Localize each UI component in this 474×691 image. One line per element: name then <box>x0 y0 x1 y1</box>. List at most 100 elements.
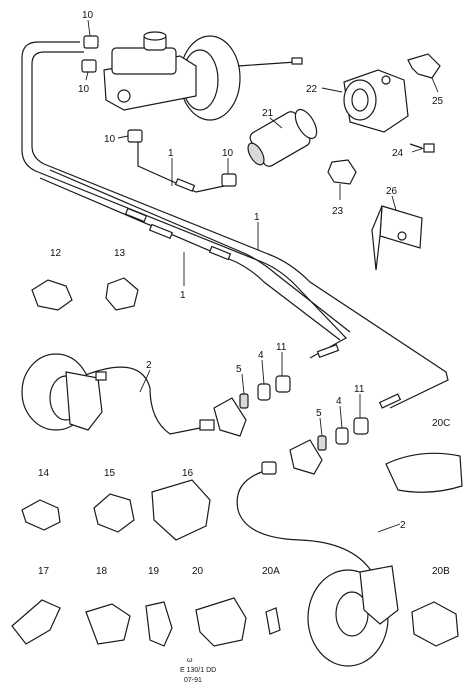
callout-24: 24 <box>392 148 404 159</box>
pipe-sleeve-e <box>378 393 402 409</box>
pipe-to-regulator <box>137 140 225 193</box>
union-10-d <box>221 173 237 187</box>
pipe-sleeve-a <box>124 207 148 223</box>
footer-symbol: ω <box>187 657 193 664</box>
callout-1-right: 1 <box>254 212 260 223</box>
bolt-24-head <box>423 143 435 153</box>
callout-10-right: 10 <box>222 148 234 159</box>
callout-20c: 20C <box>432 418 450 429</box>
union-10-b <box>81 59 97 73</box>
pipe-outer <box>21 41 347 359</box>
bracket-22 <box>343 69 409 133</box>
union-10-a <box>83 35 99 49</box>
regulator-port <box>247 142 265 166</box>
clip-20a <box>265 607 281 635</box>
junction-front-union <box>199 419 215 431</box>
junction-front <box>199 375 291 437</box>
pipe-inner <box>31 51 449 409</box>
clip-18 <box>85 603 131 645</box>
union-10-c <box>127 129 143 143</box>
pushrod <box>237 61 297 67</box>
callout-20: 20 <box>192 566 204 577</box>
callout-10-left: 10 <box>78 84 90 95</box>
front-left-brake <box>21 353 107 431</box>
washer-5-front <box>239 393 249 409</box>
junction-rear-bracket <box>289 439 323 475</box>
callout-12: 12 <box>50 248 62 259</box>
nut-4-rear <box>335 427 349 445</box>
clip-20b <box>411 601 459 647</box>
callout-19: 19 <box>148 566 160 577</box>
callout-20a: 20A <box>262 566 280 577</box>
clip-14 <box>21 499 61 531</box>
clip-20c <box>385 452 463 493</box>
callout-5-rear: 5 <box>316 408 322 419</box>
washer-5-rear <box>317 435 327 451</box>
cylinder-port <box>117 89 131 103</box>
callout-13: 13 <box>114 248 126 259</box>
union-11-front <box>275 375 291 393</box>
callout-1-lower: 1 <box>180 290 186 301</box>
callout-22: 22 <box>306 84 318 95</box>
callout-20b: 20B <box>432 566 450 577</box>
callout-26: 26 <box>386 186 398 197</box>
rear-right-caliper <box>359 565 399 625</box>
pipe-mid-a <box>39 177 341 341</box>
junction-rear <box>261 417 369 475</box>
bracket-26 <box>371 205 423 271</box>
clip-20 <box>195 597 247 647</box>
bracket-26-hole <box>397 231 407 241</box>
callout-16: 16 <box>182 468 194 479</box>
clip-23 <box>327 159 357 185</box>
callout-5-front: 5 <box>236 364 242 375</box>
hose-rear-right <box>236 469 373 573</box>
callout-15: 15 <box>104 468 116 479</box>
callout-25: 25 <box>432 96 444 107</box>
callout-2-rear: 2 <box>400 520 406 531</box>
pushrod-end <box>291 57 303 65</box>
rear-right-brake <box>307 565 399 667</box>
pipe-sleeve-f <box>174 178 196 192</box>
callout-23: 23 <box>332 206 344 217</box>
callout-2-front: 2 <box>146 360 152 371</box>
callout-4-rear: 4 <box>336 396 342 407</box>
footer-code: E 130/1 DD <box>180 667 216 674</box>
callout-14: 14 <box>38 468 50 479</box>
pipe-unions-10 <box>81 35 237 187</box>
bolt-24-shank <box>409 143 423 149</box>
union-11-rear <box>353 417 369 435</box>
callout-21: 21 <box>262 108 274 119</box>
leader-lines <box>85 19 439 533</box>
bolt-24 <box>409 143 435 153</box>
callout-11-rear: 11 <box>354 384 365 395</box>
callout-4-front: 4 <box>258 350 264 361</box>
pipe-mid-b <box>49 169 351 333</box>
drawing-reference: ω E 130/1 DD 07-91 <box>180 657 216 684</box>
nut-4-front <box>257 383 271 401</box>
clip-parts <box>11 277 463 647</box>
callout-10-mid: 10 <box>104 134 116 145</box>
regulator-end <box>294 108 318 140</box>
fluid-reservoir <box>111 47 177 75</box>
callout-17: 17 <box>38 566 50 577</box>
reservoir-cap-top <box>143 31 167 41</box>
clip-17 <box>11 599 61 645</box>
bracket-22-hole <box>351 88 369 112</box>
junction-front-bracket <box>213 397 247 437</box>
pipe-sleeve-b <box>148 223 174 240</box>
clip-13 <box>105 277 139 311</box>
bracket-22-bolt <box>381 75 391 85</box>
pipe-sleeve-d <box>316 343 340 359</box>
front-left-caliper <box>65 371 103 431</box>
pipe-front-left <box>77 366 211 435</box>
clip-25 <box>407 53 441 79</box>
callout-18: 18 <box>96 566 108 577</box>
clip-15 <box>93 493 135 533</box>
callout-labels: 10 10 10 10 1 21 22 25 24 23 26 1 1 12 1… <box>38 10 450 577</box>
callout-1-upper: 1 <box>168 148 174 159</box>
callout-10-top: 10 <box>82 10 94 21</box>
bracket-26-leg <box>371 205 383 271</box>
pressure-regulator-21 <box>247 108 318 167</box>
bracket-26-plate <box>379 205 423 249</box>
